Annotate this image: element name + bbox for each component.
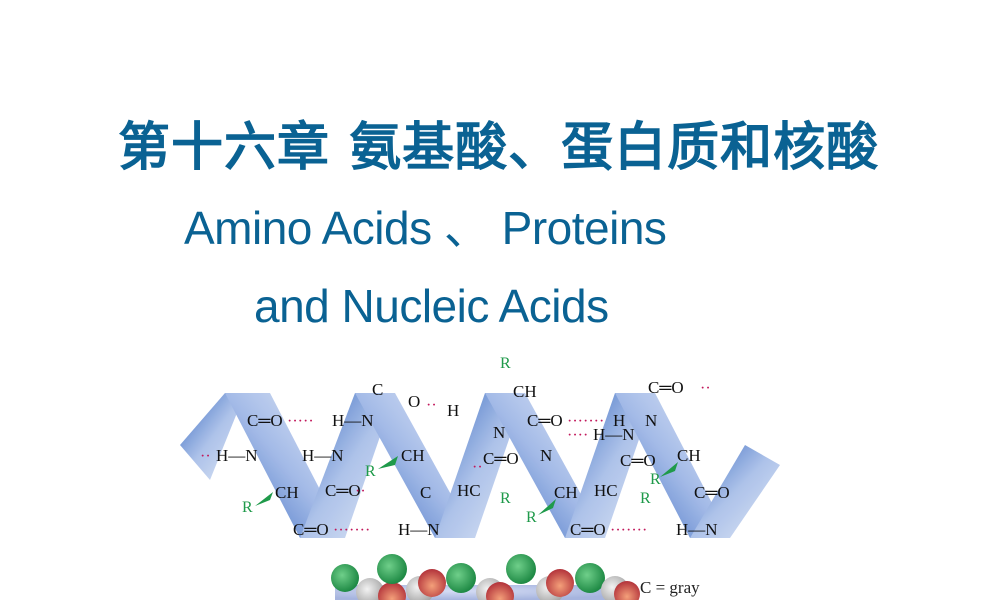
helix-ribbon: [180, 393, 780, 538]
svg-text:C: C: [372, 380, 383, 399]
chapter-title-chinese: 第十六章 氨基酸、蛋白质和核酸: [118, 118, 880, 178]
svg-text:··: ··: [700, 380, 711, 397]
svg-text:H: H: [613, 411, 625, 430]
svg-text:R: R: [526, 509, 537, 526]
svg-text:O: O: [408, 392, 420, 411]
svg-text:R: R: [500, 490, 511, 507]
svg-text:C: C: [420, 483, 431, 502]
chapter-title-english-line1: Amino Acids 、 Proteins: [184, 202, 667, 254]
svg-text:H: H: [447, 401, 459, 420]
svg-text:·······: ·······: [610, 522, 647, 539]
svg-text:·······: ·······: [567, 413, 604, 430]
svg-text:C═O: C═O: [527, 411, 563, 430]
space-filling-model: [331, 554, 640, 605]
backbone-atoms: C═O H—N CH C═O C O H—N H—N CH C═O C H—N …: [216, 378, 730, 539]
svg-text:H—N: H—N: [302, 446, 344, 465]
svg-text:R: R: [242, 499, 253, 516]
chapter-title-english-line2: and Nucleic Acids: [254, 280, 609, 332]
svg-text:C═O: C═O: [570, 520, 606, 539]
svg-text:N: N: [645, 411, 657, 430]
svg-text:C═O: C═O: [325, 481, 361, 500]
svg-text:CH: CH: [275, 483, 299, 502]
svg-text:CH: CH: [554, 483, 578, 502]
svg-text:CH: CH: [513, 382, 537, 401]
svg-text:··: ··: [200, 448, 211, 465]
svg-text:CH: CH: [401, 446, 425, 465]
svg-text:·····: ·····: [287, 413, 314, 430]
r-groups: R R R R R R R: [242, 355, 678, 526]
figure-legend: C = gray: [640, 578, 700, 597]
svg-text:·······: ·······: [333, 522, 370, 539]
svg-text:····: ····: [567, 427, 588, 444]
svg-text:··: ··: [426, 397, 437, 414]
svg-text:R: R: [640, 490, 651, 507]
svg-text:N: N: [493, 423, 505, 442]
svg-text:C═O: C═O: [694, 483, 730, 502]
svg-text:C═O: C═O: [247, 411, 283, 430]
svg-text:C═O: C═O: [293, 520, 329, 539]
svg-text:HC: HC: [457, 481, 481, 500]
svg-text:··: ··: [355, 483, 366, 500]
svg-text:H—N: H—N: [593, 425, 635, 444]
hydrogen-bonds: ····· ·· ·· ·· ······· ······· ···· ·· ·…: [200, 380, 711, 539]
svg-text:HC: HC: [594, 481, 618, 500]
svg-text:N: N: [540, 446, 552, 465]
svg-text:H—N: H—N: [216, 446, 258, 465]
svg-text:C═O: C═O: [648, 378, 684, 397]
svg-text:R: R: [365, 463, 376, 480]
svg-text:CH: CH: [677, 446, 701, 465]
svg-text:H—N: H—N: [676, 520, 718, 539]
alpha-helix-figure: C═O H—N CH C═O C O H—N H—N CH C═O C H—N …: [0, 340, 1000, 605]
svg-text:··: ··: [472, 459, 483, 476]
svg-text:H—N: H—N: [398, 520, 440, 539]
svg-text:C═O: C═O: [620, 451, 656, 470]
svg-text:C═O: C═O: [483, 449, 519, 468]
svg-text:H—N: H—N: [332, 411, 374, 430]
svg-text:R: R: [500, 355, 511, 372]
svg-text:R: R: [650, 471, 661, 488]
